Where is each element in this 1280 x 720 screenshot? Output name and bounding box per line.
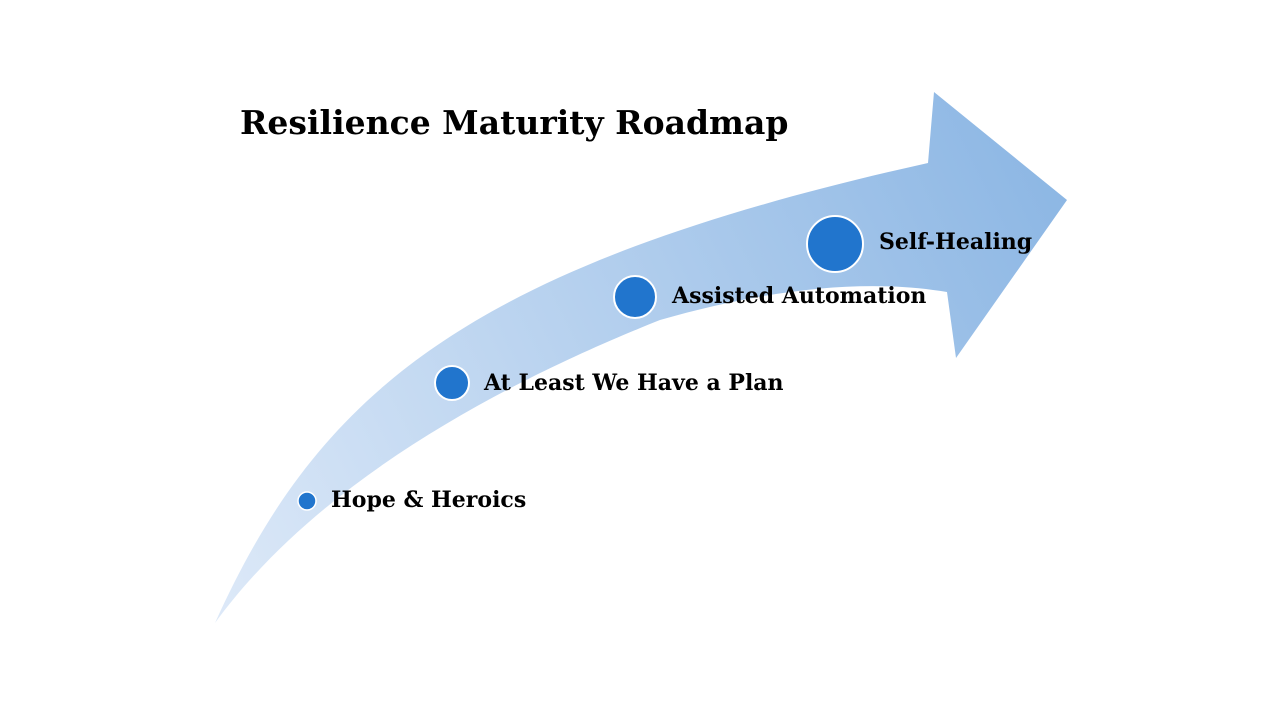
curved-arrow-shape	[215, 92, 1067, 623]
milestone-label-self-healing: Self-Healing	[879, 228, 1033, 255]
milestone-dot-self-healing	[806, 215, 864, 273]
milestone-label-at-least-we-have-a-plan: At Least We Have a Plan	[484, 369, 784, 396]
milestone-dot-assisted-automation	[613, 275, 657, 319]
milestone-label-hope-heroics: Hope & Heroics	[331, 486, 527, 513]
page-title: Resilience Maturity Roadmap	[240, 103, 789, 142]
milestone-dot-hope-heroics	[297, 491, 317, 511]
milestone-dot-at-least-we-have-a-plan	[434, 365, 470, 401]
milestone-label-assisted-automation: Assisted Automation	[672, 282, 927, 309]
